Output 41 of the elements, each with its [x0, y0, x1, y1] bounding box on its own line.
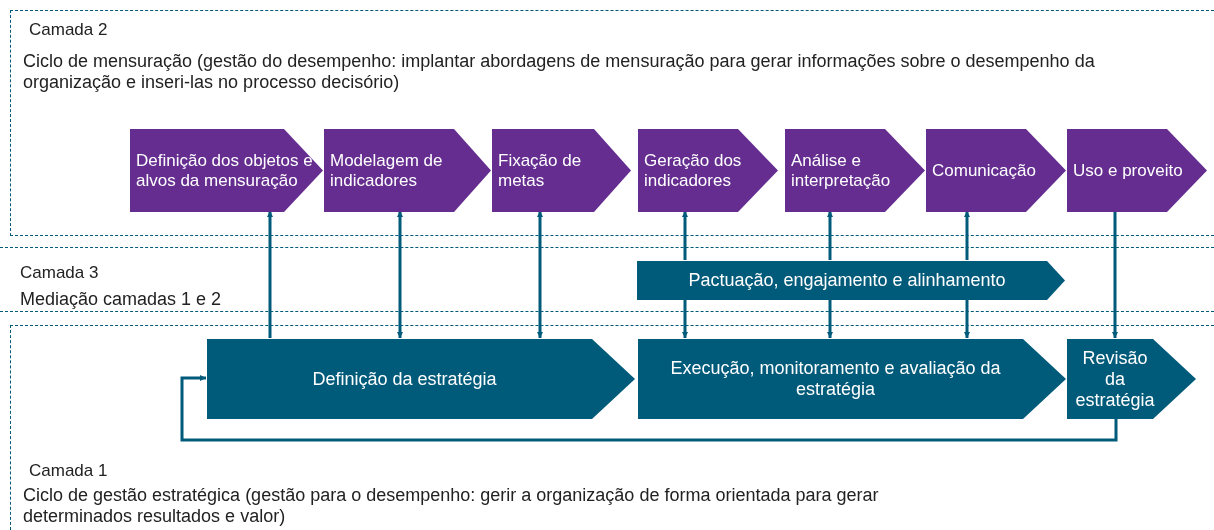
chevron-step [130, 129, 323, 212]
layer-description: Ciclo de mensuração (gestão do desempenho: implantar abordagens de mensuração para gerar informações sobre o desempenho da organização e inseri-las no processo decisório) [23, 51, 1096, 93]
chevron-step [638, 129, 778, 212]
chevron-step [1067, 129, 1207, 212]
step-label: Geração dos indicadores [644, 150, 743, 191]
step-label: Comunicação [932, 160, 1036, 181]
chevron-step [492, 129, 631, 212]
layer-description: Ciclo de gestão estratégica (gestão para o desempenho: gerir a organização de forma orientada para gerar determinados resultados e valor) [23, 485, 880, 527]
step-label: Revisão da estratégia [1075, 347, 1155, 411]
chevron-step [324, 129, 491, 212]
connector-arrow [682, 211, 688, 260]
layer-description: Mediação camadas 1 e 2 [20, 289, 223, 310]
step-label: Uso e proveito [1073, 160, 1183, 181]
step-label: Definição dos objetos e alvos da mensuração [136, 150, 314, 191]
chevron-step [785, 129, 925, 212]
connector-arrow [964, 299, 970, 338]
layer-title: Camada 1 [29, 460, 109, 481]
step-label: Pactuação, engajamento e alinhamento [688, 270, 1006, 291]
step-label: Definição da estratégia [312, 368, 497, 390]
layer-title: Camada 2 [29, 19, 109, 40]
step-label: Execução, monitoramento e avaliação da estratégia [669, 358, 1002, 400]
connector-arrow [267, 211, 273, 338]
chevron-step [207, 339, 635, 419]
layer-band [10, 325, 1214, 530]
connector-arrow [180, 375, 1118, 442]
chevron-step [1067, 339, 1196, 419]
layer-band [0, 247, 1214, 312]
step-label: Análise e interpretação [791, 150, 892, 191]
connector-arrow [827, 299, 833, 338]
connector-arrow [964, 211, 970, 260]
connector-arrow [537, 211, 543, 338]
step-label: Fixação de metas [498, 150, 583, 191]
connector-arrow [397, 211, 403, 338]
connector-arrow [1112, 211, 1118, 338]
layer-band [10, 10, 1214, 236]
layer-title: Camada 3 [20, 262, 100, 283]
chevron-step [926, 129, 1066, 212]
step-label: Modelagem de indicadores [330, 150, 444, 191]
connector-arrow [827, 211, 833, 260]
connector-arrow [682, 299, 688, 338]
chevron-step [637, 261, 1065, 300]
